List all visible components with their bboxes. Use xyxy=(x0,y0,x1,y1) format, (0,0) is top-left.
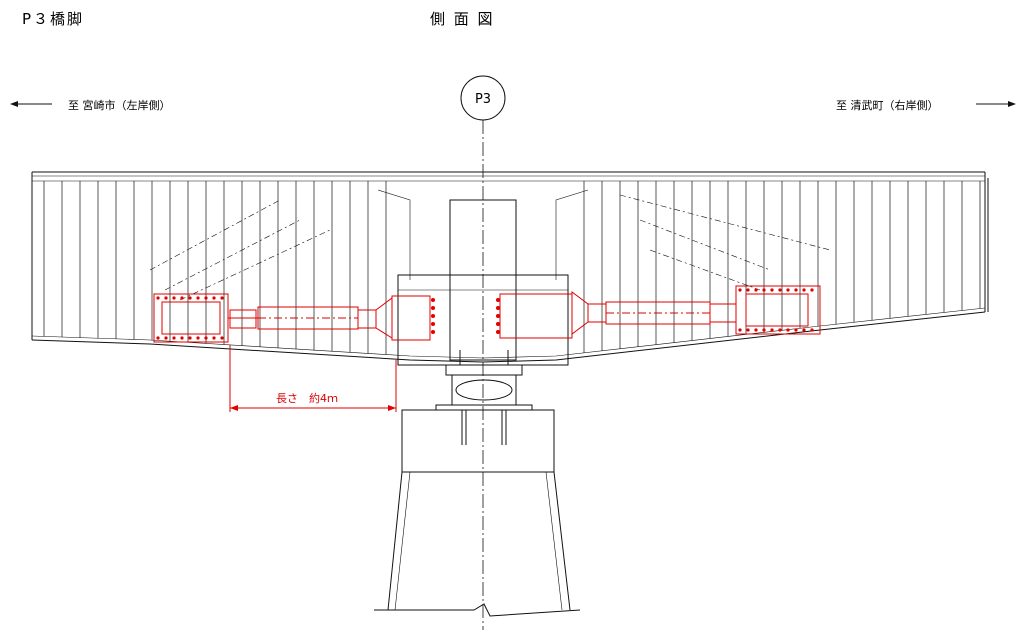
view-title: 側 面 図 xyxy=(430,10,495,28)
bolt-dot xyxy=(496,330,500,334)
bolt-dot xyxy=(810,328,814,332)
bolt-dot xyxy=(794,288,798,292)
bolt-dot xyxy=(770,328,774,332)
pier-mark-text: P3 xyxy=(475,92,491,107)
bolt-dot xyxy=(156,336,160,340)
bolt-dot xyxy=(496,306,500,310)
bolt-dot xyxy=(762,288,766,292)
bolt-dot xyxy=(786,288,790,292)
bolt-dot xyxy=(164,336,168,340)
bolt-dot xyxy=(496,322,500,326)
pier-title: P３橋脚 xyxy=(22,10,85,28)
bolt-dot xyxy=(212,296,216,300)
bolt-dot xyxy=(180,296,184,300)
bolt-dot xyxy=(204,296,208,300)
bolt-dot xyxy=(196,296,200,300)
bolt-dot xyxy=(164,296,168,300)
bolt-dot xyxy=(496,314,500,318)
bolt-dot xyxy=(738,288,742,292)
bolt-dot xyxy=(754,288,758,292)
bolt-dot xyxy=(738,328,742,332)
right-direction-arrow xyxy=(976,101,1016,107)
bolt-dot xyxy=(431,330,435,334)
bolt-dot xyxy=(802,328,806,332)
bolt-dot xyxy=(802,288,806,292)
girder-stiffeners xyxy=(43,181,981,355)
bolt-dot xyxy=(172,296,176,300)
bolt-dot xyxy=(172,336,176,340)
bolt-dot xyxy=(810,288,814,292)
bolt-dot xyxy=(431,298,435,302)
bearing xyxy=(435,350,533,411)
reinforcement-right xyxy=(499,285,821,339)
bolt-dot xyxy=(754,328,758,332)
direction-left-label: 至 宮崎市（左岸側） xyxy=(68,99,171,112)
length-dimension: 長さ 約4ｍ xyxy=(229,345,397,412)
bolt-dot xyxy=(786,328,790,332)
bolt-dot xyxy=(196,336,200,340)
reinforcement-left xyxy=(153,293,431,343)
bolt-dot xyxy=(431,322,435,326)
bolt-dot xyxy=(188,296,192,300)
pier-head xyxy=(377,189,589,366)
length-dimension-label: 長さ 約4ｍ xyxy=(276,391,338,405)
bolt-dots xyxy=(156,288,814,340)
bolt-dot xyxy=(431,314,435,318)
bolt-dot xyxy=(212,336,216,340)
direction-right-label: 至 清武町（右岸側） xyxy=(836,99,939,112)
bolt-dot xyxy=(204,336,208,340)
bolt-dot xyxy=(770,288,774,292)
bolt-dot xyxy=(188,336,192,340)
bolt-dot xyxy=(778,288,782,292)
pier-mark-circle: P3 xyxy=(460,75,506,121)
left-direction-arrow xyxy=(10,101,52,107)
bolt-dot xyxy=(180,336,184,340)
bolt-dot xyxy=(746,328,750,332)
bolt-dot xyxy=(156,296,160,300)
bolt-dot xyxy=(778,328,782,332)
pier-column xyxy=(374,409,581,617)
bolt-dot xyxy=(220,336,224,340)
bolt-dot xyxy=(220,296,224,300)
bolt-dot xyxy=(794,328,798,332)
bolt-dot xyxy=(762,328,766,332)
bolt-dot xyxy=(431,306,435,310)
bolt-dot xyxy=(746,288,750,292)
bolt-dot xyxy=(496,298,500,302)
girder xyxy=(31,171,989,363)
